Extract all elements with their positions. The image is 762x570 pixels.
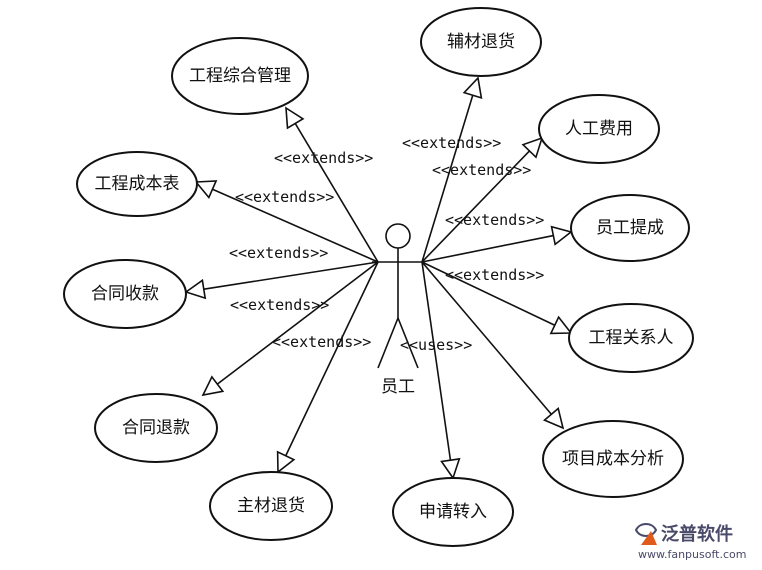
actor-label: 员工 xyxy=(381,377,415,397)
use-case-gongcheng-zonghe-guanli[interactable]: 工程综合管理 xyxy=(171,37,309,115)
association-line-zhucai-tuihuo xyxy=(285,261,379,457)
actor-left-leg xyxy=(377,317,399,369)
arrowhead-hetong-tuikuan xyxy=(201,375,225,397)
associations xyxy=(184,76,573,480)
use-case-hetong-tuikuan[interactable]: 合同退款 xyxy=(94,393,218,463)
stereotype-label-gongcheng-zonghe-guanli: <<extends>> xyxy=(274,149,373,167)
actor-right-leg xyxy=(397,317,419,369)
use-case-gongcheng-chengben-biao[interactable]: 工程成本表 xyxy=(76,151,198,217)
association-line-gongcheng-chengben-biao xyxy=(212,188,379,263)
watermark-url: www.fanpusoft.com xyxy=(638,548,746,561)
use-case-label: 辅材退货 xyxy=(447,32,515,52)
arrowhead-gongcheng-zonghe-guanli xyxy=(285,106,305,130)
arrowhead-shenqing-zhuanru xyxy=(440,457,461,480)
use-case-fucai-tuihuo[interactable]: 辅材退货 xyxy=(420,7,542,77)
use-case-yuangong-ticheng[interactable]: 员工提成 xyxy=(570,194,690,262)
association-line-rengong-feiyong xyxy=(421,150,531,263)
association-line-fucai-tuihuo xyxy=(421,94,474,263)
use-case-gongcheng-guanxiren[interactable]: 工程关系人 xyxy=(568,303,694,373)
watermark: 泛普软件 www.fanpusoft.com xyxy=(634,523,746,561)
stereotype-label-gongcheng-guanxiren: <<extends>> xyxy=(445,266,544,284)
use-case-shenqing-zhuanru[interactable]: 申请转入 xyxy=(392,477,514,547)
stereotype-label-hetong-tuikuan: <<extends>> xyxy=(230,296,329,314)
use-case-label: 合同收款 xyxy=(91,284,159,304)
stereotype-label-shenqing-zhuanru: <<uses>> xyxy=(400,336,472,354)
association-line-xiangmu-chengben-fenxi xyxy=(421,261,552,415)
arrowhead-hetong-shoukuan xyxy=(184,278,207,300)
use-case-label: 合同退款 xyxy=(122,418,190,438)
arrowhead-gongcheng-guanxiren xyxy=(549,315,573,335)
arrowhead-zhucai-tuihuo xyxy=(276,450,296,474)
stereotype-label-zhucai-tuihuo: <<extends>> xyxy=(272,333,371,351)
fanpu-logo-icon xyxy=(634,523,658,545)
association-line-gongcheng-guanxiren xyxy=(421,261,556,326)
actor-employee[interactable]: 员工 xyxy=(372,223,424,397)
use-case-label: 工程关系人 xyxy=(589,328,674,348)
stereotype-label-hetong-shoukuan: <<extends>> xyxy=(229,244,328,262)
actor-head xyxy=(385,223,411,249)
use-case-label: 人工费用 xyxy=(565,119,633,139)
use-case-label: 员工提成 xyxy=(596,218,664,238)
association-line-gongcheng-zonghe-guanli xyxy=(294,123,379,263)
stereotype-label-gongcheng-chengben-biao: <<extends>> xyxy=(235,188,334,206)
stereotype-label-rengong-feiyong: <<extends>> xyxy=(432,161,531,179)
association-line-hetong-shoukuan xyxy=(203,261,379,291)
arrowhead-xiangmu-chengben-fenxi xyxy=(542,407,565,430)
use-case-zhucai-tuihuo[interactable]: 主材退货 xyxy=(209,471,333,541)
association-line-shenqing-zhuanru xyxy=(421,261,452,461)
use-cases: 工程综合管理 辅材退货 人工费用 工程成本表 员工提成 合同收款 工程关系人 xyxy=(63,7,694,547)
use-case-label: 申请转入 xyxy=(419,502,487,522)
use-case-label: 主材退货 xyxy=(237,496,305,516)
stereotype-label-fucai-tuihuo: <<extends>> xyxy=(402,134,501,152)
arrowhead-fucai-tuihuo xyxy=(462,76,483,99)
stereotype-label-yuangong-ticheng: <<extends>> xyxy=(445,211,544,229)
use-case-label: 工程成本表 xyxy=(95,174,180,194)
stereotype-labels: <<extends>> <<extends>> <<extends>> <<ex… xyxy=(229,134,544,354)
association-line-hetong-tuikuan xyxy=(216,261,379,385)
watermark-brand: 泛普软件 xyxy=(661,523,733,545)
use-case-label: 工程综合管理 xyxy=(189,66,291,86)
use-case-hetong-shoukuan[interactable]: 合同收款 xyxy=(63,259,187,329)
use-case-rengong-feiyong[interactable]: 人工费用 xyxy=(538,94,660,164)
use-case-label: 项目成本分析 xyxy=(562,449,664,469)
arrowhead-rengong-feiyong xyxy=(521,136,544,159)
arrowhead-gongcheng-chengben-biao xyxy=(194,180,218,199)
arrowhead-yuangong-ticheng xyxy=(550,225,573,246)
use-case-xiangmu-chengben-fenxi[interactable]: 项目成本分析 xyxy=(542,420,684,498)
association-line-yuangong-ticheng xyxy=(421,234,554,263)
